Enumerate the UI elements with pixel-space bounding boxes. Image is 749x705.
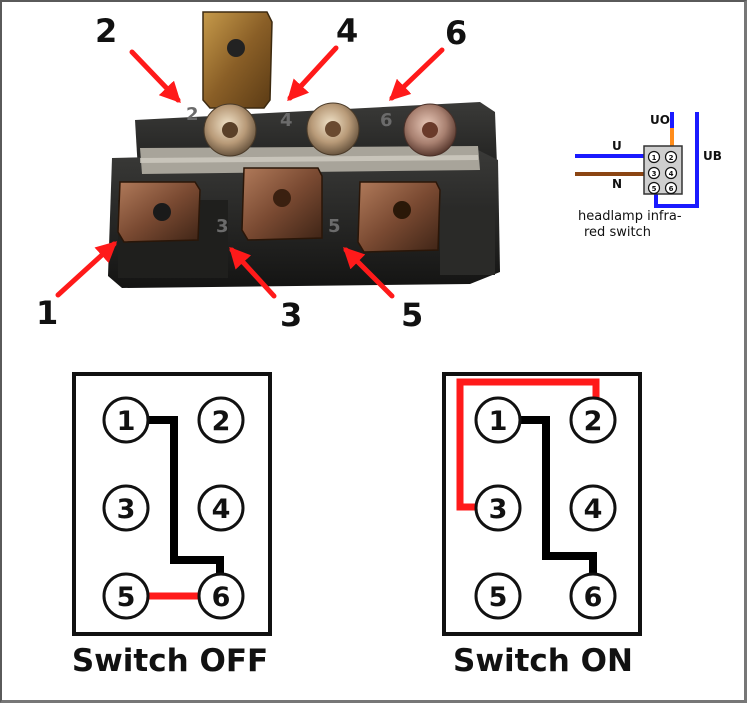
callout-4: 4 [336, 12, 358, 50]
switch-off-caption: Switch OFF [72, 643, 268, 679]
off-pin-circle-2 [197, 396, 245, 444]
switch-on-caption: Switch ON [453, 643, 633, 679]
callout-arrows [55, 45, 445, 299]
stamp-4: 4 [280, 110, 293, 131]
inset-pin-3: 3 [652, 170, 657, 178]
on-pin-1: 1 [489, 406, 508, 437]
arrow-5 [343, 247, 395, 299]
off-pin-6: 6 [212, 582, 231, 613]
callout-1: 1 [36, 294, 58, 332]
stamp-2: 2 [186, 104, 199, 125]
on-pin-3: 3 [489, 494, 508, 525]
label-n: N [612, 177, 622, 191]
inset-caption-line1: headlamp infra- [578, 209, 682, 224]
inset-pin-4: 4 [669, 170, 674, 178]
switch-off-link-1-6 [126, 416, 224, 588]
off-pin-1: 1 [117, 406, 136, 437]
off-pin-5: 5 [117, 582, 136, 613]
on-pin-6: 6 [584, 582, 603, 613]
on-pin-5: 5 [489, 582, 508, 613]
rivet-6-center [422, 122, 438, 138]
inset-pin-2: 2 [669, 154, 674, 162]
terminal-tab-2 [202, 11, 273, 109]
rivet-2-center [222, 122, 238, 138]
arrow-3 [229, 246, 277, 299]
on-pin-2: 2 [584, 406, 603, 437]
rivet-4-center [325, 121, 341, 137]
switch-on-link-2-3 [456, 378, 600, 511]
metal-strip-highlight [140, 155, 478, 163]
on-pin-circle-4 [569, 484, 617, 532]
switch-off-diagram: 1 2 3 4 5 6 Switch OFF [72, 372, 272, 679]
terminal-tab-2-hole [227, 39, 245, 57]
switch-off-pins: 1 2 3 4 5 6 [102, 396, 245, 620]
on-pin-circle-1 [474, 396, 522, 444]
ub-wire [654, 112, 699, 208]
callout-3: 3 [280, 296, 302, 334]
stamp-5: 5 [328, 216, 341, 237]
off-pin-circle-3 [102, 484, 150, 532]
on-pin-circle-2 [569, 396, 617, 444]
label-u: U [612, 139, 622, 153]
arrow-4 [287, 45, 339, 102]
terminal-tab-1-hole [153, 203, 171, 221]
callout-5: 5 [401, 296, 423, 334]
switch-right-shade [440, 210, 495, 275]
switch-component-photo: 2 4 6 3 5 [108, 11, 500, 288]
arrow-6 [388, 47, 445, 101]
inset-caption-line2: red switch [584, 225, 651, 240]
label-ub: UB [703, 149, 722, 163]
terminal-tab-5-hole [393, 201, 411, 219]
switch-on-diagram: 1 2 3 4 5 6 Switch ON [442, 372, 642, 679]
inset-pins: 1 2 3 4 5 6 [647, 150, 678, 195]
off-pin-3: 3 [117, 494, 136, 525]
on-pin-circle-6 [569, 572, 617, 620]
terminal-tab-3-hole [273, 189, 291, 207]
callout-2: 2 [95, 12, 117, 50]
off-pin-2: 2 [212, 406, 231, 437]
on-pin-circle-5 [474, 572, 522, 620]
stamp-6: 6 [380, 110, 393, 131]
switch-on-link-1-6 [498, 416, 597, 588]
off-pin-circle-4 [197, 484, 245, 532]
inset-wiring: 1 2 3 4 5 6 U N UO UB headlamp infra- re… [575, 112, 722, 240]
stamp-3: 3 [216, 216, 229, 237]
switch-on-pins: 1 2 3 4 5 6 [474, 396, 617, 620]
callout-6: 6 [445, 14, 467, 52]
inset-pin-1: 1 [652, 154, 657, 162]
on-pin-4: 4 [584, 494, 603, 525]
off-pin-circle-1 [102, 396, 150, 444]
arrow-1 [55, 241, 118, 298]
inset-pin-5: 5 [652, 185, 657, 193]
arrow-2 [129, 49, 181, 104]
on-pin-circle-3 [474, 484, 522, 532]
off-pin-circle-5 [102, 572, 150, 620]
off-pin-4: 4 [212, 494, 231, 525]
off-pin-circle-6 [197, 572, 245, 620]
inset-pin-6: 6 [669, 185, 674, 193]
label-uo: UO [650, 113, 670, 127]
